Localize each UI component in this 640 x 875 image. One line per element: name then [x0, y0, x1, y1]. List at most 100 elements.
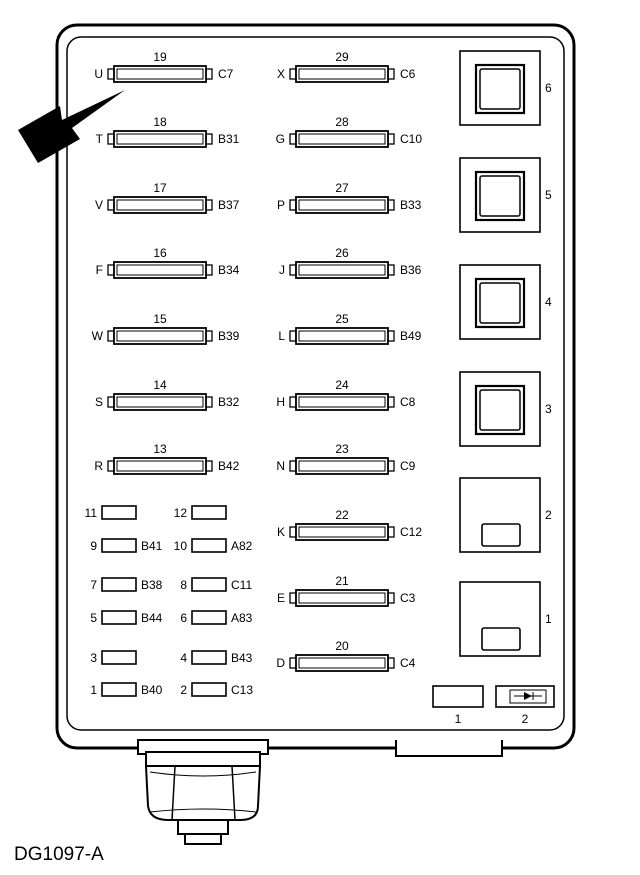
maxi-fuse-number: 26 [335, 246, 349, 260]
maxi-fuse-circuit-label: B34 [218, 263, 240, 277]
maxi-fuse-circuit-label: C12 [400, 525, 422, 539]
maxi-fuse-number: 17 [153, 181, 167, 195]
maxi-fuse-terminal-label: F [96, 263, 103, 277]
relay-number: 4 [545, 295, 552, 309]
mini-fuse-circuit-label: A82 [231, 539, 253, 553]
mini-fuse-12[interactable]: 12 [174, 505, 227, 520]
maxi-fuse-16[interactable]: 16F B34 [96, 246, 240, 279]
relay-2[interactable]: 2 [459, 477, 552, 553]
maxi-fuse-number: 13 [153, 442, 167, 456]
maxi-fuse-terminal-label: K [277, 525, 285, 539]
maxi-fuse-number: 22 [335, 508, 349, 522]
maxi-fuse-20[interactable]: 20D C4 [276, 639, 416, 672]
maxi-fuse-circuit-label: C7 [218, 67, 234, 81]
mini-fuse-8[interactable]: 8 C11 [180, 577, 252, 592]
pointer-arrow [18, 90, 125, 163]
maxi-fuse-circuit-label: C8 [400, 395, 416, 409]
maxi-fuse-number: 21 [335, 574, 349, 588]
maxi-fuse-21[interactable]: 21E C3 [277, 574, 416, 607]
maxi-fuse-number: 15 [153, 312, 167, 326]
bottom-tab [395, 740, 503, 757]
mini-fuse-circuit-label: A83 [231, 611, 253, 625]
maxi-fuse-23[interactable]: 23N C9 [276, 442, 416, 475]
maxi-fuse-terminal-label: U [94, 67, 103, 81]
mini-fuse-circuit-label: B38 [141, 578, 163, 592]
relay-number: 5 [545, 188, 552, 202]
maxi-fuse-22[interactable]: 22K C12 [277, 508, 422, 541]
maxi-fuse-terminal-label: X [277, 67, 285, 81]
maxi-fuse-terminal-label: P [277, 198, 285, 212]
relay-number: 3 [545, 402, 552, 416]
bottom-component-1[interactable]: 1 [432, 685, 484, 726]
mini-fuse-circuit-label: B40 [141, 683, 163, 697]
maxi-fuse-number: 18 [153, 115, 167, 129]
maxi-fuse-number: 24 [335, 378, 349, 392]
maxi-fuse-circuit-label: C10 [400, 132, 422, 146]
mini-fuse-number: 9 [90, 539, 97, 553]
relay-5[interactable]: 5 [459, 157, 552, 233]
maxi-fuse-number: 27 [335, 181, 349, 195]
mini-fuse-circuit-label: B44 [141, 611, 163, 625]
component-number: 1 [455, 712, 462, 726]
maxi-fuse-number: 20 [335, 639, 349, 653]
mini-fuse-5[interactable]: 5 B44 [90, 610, 163, 625]
mini-fuse-circuit-label: B41 [141, 539, 163, 553]
maxi-fuse-circuit-label: B32 [218, 395, 240, 409]
mini-fuse-6[interactable]: 6 A83 [180, 610, 253, 625]
mini-fuse-number: 2 [180, 683, 187, 697]
relay-6[interactable]: 6 [459, 50, 552, 126]
mounting-stud [137, 739, 269, 845]
relay-number: 1 [545, 612, 552, 626]
mini-fuse-1[interactable]: 1 B40 [90, 682, 163, 697]
mini-fuse-number: 1 [90, 683, 97, 697]
relay-number: 6 [545, 81, 552, 95]
maxi-fuse-terminal-label: D [276, 656, 285, 670]
mini-fuse-9[interactable]: 9 B41 [90, 538, 163, 553]
maxi-fuse-circuit-label: C9 [400, 459, 416, 473]
maxi-fuse-number: 16 [153, 246, 167, 260]
maxi-fuse-circuit-label: C4 [400, 656, 416, 670]
mini-fuse-11[interactable]: 11 [85, 505, 137, 520]
relay-1[interactable]: 1 [459, 581, 552, 657]
maxi-fuse-circuit-label: B31 [218, 132, 240, 146]
bottom-component-2[interactable]: 2 [495, 685, 555, 726]
maxi-fuse-circuit-label: B42 [218, 459, 240, 473]
mini-fuse-number: 6 [180, 611, 187, 625]
relay-4[interactable]: 4 [459, 264, 552, 340]
maxi-fuse-number: 25 [335, 312, 349, 326]
mini-fuse-circuit-label: C11 [231, 578, 252, 592]
maxi-fuse-number: 14 [153, 378, 167, 392]
mini-fuse-number: 5 [90, 611, 97, 625]
maxi-fuse-terminal-label: E [277, 591, 285, 605]
figure-id: DG1097-A [14, 844, 104, 865]
maxi-fuse-number: 23 [335, 442, 349, 456]
mini-fuse-number: 8 [180, 578, 187, 592]
maxi-fuse-15[interactable]: 15W B39 [92, 312, 240, 345]
maxi-fuse-circuit-label: C3 [400, 591, 416, 605]
maxi-fuse-terminal-label: W [92, 329, 104, 343]
maxi-fuse-circuit-label: C6 [400, 67, 416, 81]
relay-3[interactable]: 3 [459, 371, 552, 447]
maxi-fuse-terminal-label: J [279, 263, 285, 277]
maxi-fuse-terminal-label: N [276, 459, 285, 473]
maxi-fuse-terminal-label: L [278, 329, 285, 343]
mini-fuse-3[interactable]: 3 [90, 650, 137, 665]
maxi-fuse-circuit-label: B39 [218, 329, 240, 343]
maxi-fuse-number: 28 [335, 115, 349, 129]
